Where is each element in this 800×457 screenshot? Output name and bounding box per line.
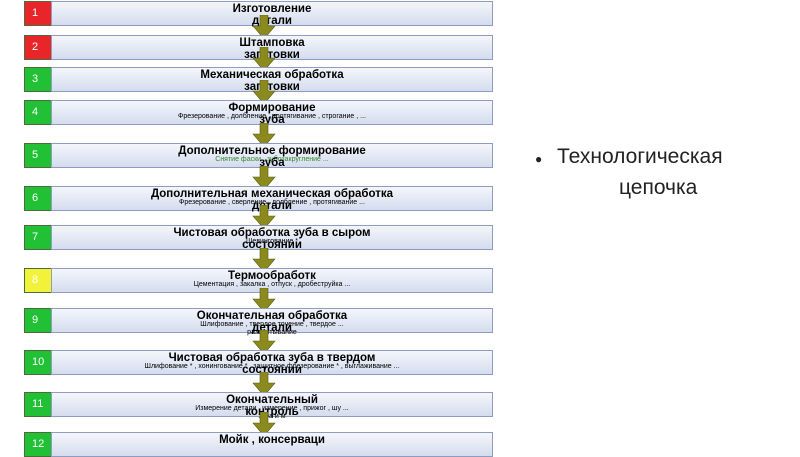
step-operations: Цементация , закалка , отпуск , дробестр… xyxy=(193,281,351,288)
step-operations: Шлифование * , хонингование * , защитное… xyxy=(144,363,400,370)
down-arrow-icon xyxy=(252,47,276,71)
step-title: Формирование xyxy=(228,102,316,114)
process-step-12: 12 Мойк , консерваци xyxy=(24,432,493,457)
down-arrow-icon xyxy=(252,123,276,147)
step-operations-continuation: зуба и м xyxy=(258,413,286,420)
step-title: Дополнительное формирование xyxy=(178,145,366,157)
step-title: Изготовление xyxy=(232,3,312,15)
step-number: 12 xyxy=(24,432,52,457)
step-title-continuation: контроль xyxy=(245,406,299,418)
step-number: 2 xyxy=(24,35,52,60)
step-title: Штамповка xyxy=(239,37,305,49)
step-title: Чистовая обработка зуба в сыром xyxy=(173,227,371,239)
step-operations: Шевингование * xyxy=(246,238,298,245)
step-title-continuation: заготовки xyxy=(244,81,300,93)
step-title: Механическая обработка xyxy=(200,69,344,81)
step-operations: Фрезерование , долбление , протягивание … xyxy=(178,113,366,120)
down-arrow-icon xyxy=(252,80,276,104)
step-number: 1 xyxy=(24,1,52,26)
step-number: 4 xyxy=(24,100,52,125)
step-number: 8 xyxy=(24,268,52,293)
step-number: 3 xyxy=(24,67,52,92)
step-title: Окончательный xyxy=(226,394,318,406)
bullet-dot: ● xyxy=(535,152,543,166)
step-operations: Фрезерование , сверление , долбление , п… xyxy=(179,199,365,206)
step-operations: Снятие фаски , зубозакругление ... xyxy=(215,156,329,163)
step-title-continuation: состоянии xyxy=(242,364,302,376)
step-number: 11 xyxy=(24,392,52,417)
step-title: Термообработк xyxy=(228,270,316,282)
down-arrow-icon xyxy=(252,330,276,354)
step-number: 6 xyxy=(24,186,52,211)
step-operations: Измерение детали , измерение , прижог , … xyxy=(195,405,349,412)
step-number: 10 xyxy=(24,350,52,375)
step-title-continuation: состоянии xyxy=(242,239,302,251)
down-arrow-icon xyxy=(252,412,276,436)
step-title: Мойк , консерваци xyxy=(219,434,325,446)
down-arrow-icon xyxy=(252,205,276,229)
step-title: Окончательная обработка xyxy=(196,310,348,322)
step-bar: Мойк , консерваци xyxy=(51,432,493,457)
step-number: 5 xyxy=(24,143,52,168)
step-operations-continuation: развертывание xyxy=(247,329,297,336)
step-number: 9 xyxy=(24,308,52,333)
bullet-text-line1: Технологическая xyxy=(557,145,723,168)
step-title: Чистовая обработка зуба в твердом xyxy=(168,352,376,364)
bullet-text-line2: цепочка xyxy=(619,176,698,199)
down-arrow-icon xyxy=(252,372,276,396)
step-number: 7 xyxy=(24,225,52,250)
step-title: Дополнительная механическая обработка xyxy=(150,188,394,200)
down-arrow-icon xyxy=(252,288,276,312)
down-arrow-icon xyxy=(252,166,276,190)
down-arrow-icon xyxy=(252,248,276,272)
step-operations: Шлифование , твердое точение , твердое .… xyxy=(200,321,344,328)
down-arrow-icon xyxy=(252,15,276,39)
